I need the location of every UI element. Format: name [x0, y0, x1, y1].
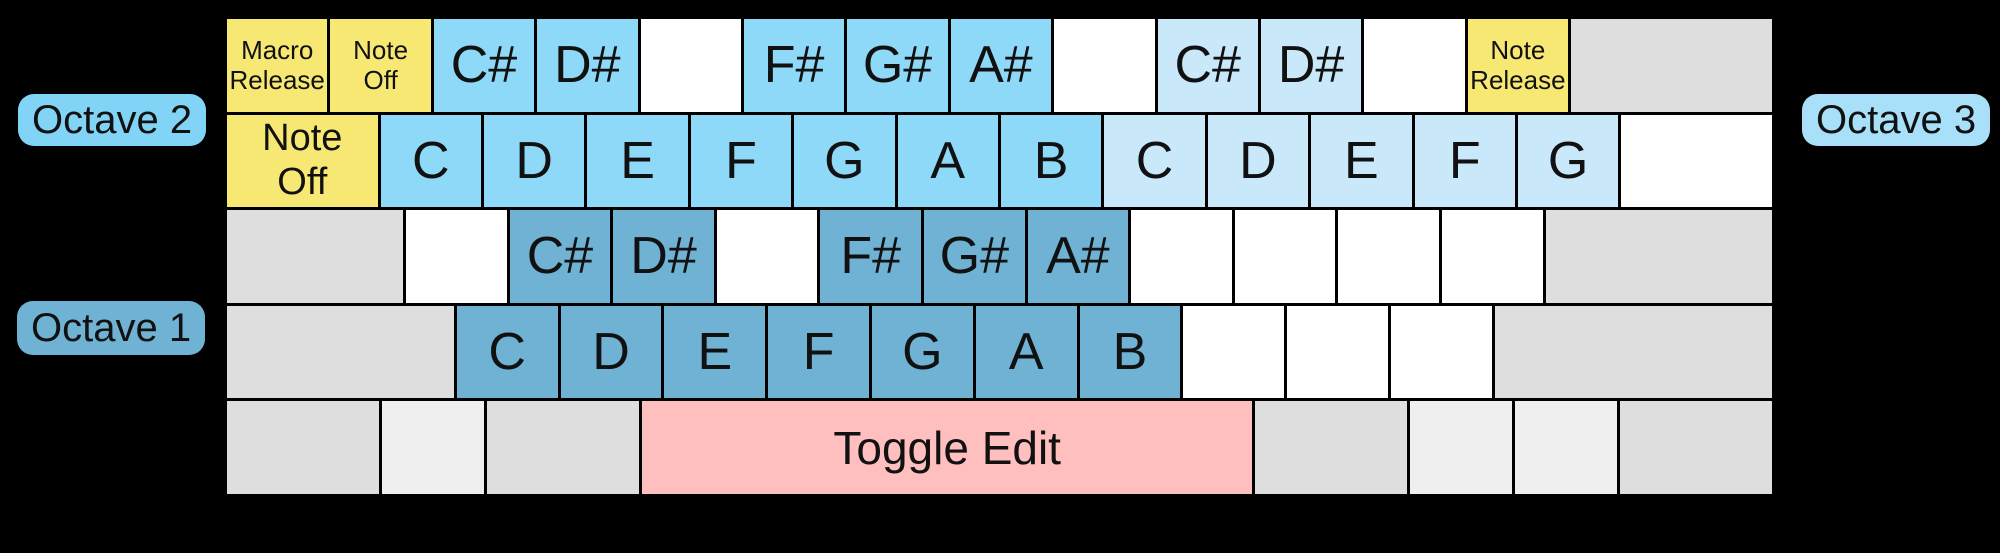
octave-3-label: Octave 3 — [1802, 94, 1991, 146]
key-d1: D — [560, 305, 662, 399]
key-note-off-tab: Note Off — [227, 114, 378, 208]
key-c2: C — [380, 114, 481, 208]
key-note-release: Note Release — [1467, 19, 1569, 112]
key-b2: B — [1000, 114, 1102, 208]
key-macro-release: Macro Release — [227, 19, 328, 112]
key-blank-r3-k — [1131, 210, 1232, 303]
key-blank-r1-minus — [1364, 19, 1465, 112]
key-enter-blank — [1545, 210, 1772, 303]
key-dsharp1: D# — [613, 210, 714, 303]
key-csharp3: C# — [1157, 19, 1258, 112]
key-blank-backslash — [1621, 114, 1772, 208]
key-c1: C — [456, 305, 558, 399]
key-altgr-blank — [1254, 401, 1408, 494]
key-blank-r1-4 — [640, 19, 741, 112]
key-shift-left-blank — [227, 305, 454, 399]
key-g3: G — [1517, 114, 1619, 208]
key-blank-r3-semicolon — [1338, 210, 1439, 303]
keyboard-row-3: C#D# F#G#A# — [227, 210, 1772, 303]
key-dsharp3: D# — [1260, 19, 1362, 112]
key-blank-r3-f — [716, 210, 818, 303]
key-c3: C — [1104, 114, 1205, 208]
key-win-left-blank — [382, 401, 484, 494]
key-d3: D — [1207, 114, 1309, 208]
key-menu-blank — [1514, 401, 1617, 494]
key-dsharp2: D# — [537, 19, 638, 112]
key-backspace-blank — [1571, 19, 1772, 112]
key-asharp1: A# — [1027, 210, 1129, 303]
key-toggle-edit: Toggle Edit — [642, 401, 1252, 494]
key-note-off-1: Note Off — [330, 19, 431, 112]
key-asharp2: A# — [950, 19, 1052, 112]
key-gsharp1: G# — [924, 210, 1025, 303]
keyboard-row-5: Toggle Edit — [227, 401, 1772, 494]
key-blank-r3-quote — [1441, 210, 1543, 303]
key-g1: G — [871, 305, 973, 399]
key-gsharp2: G# — [847, 19, 948, 112]
key-csharp1: C# — [509, 210, 611, 303]
key-b1: B — [1079, 305, 1181, 399]
key-e2: E — [587, 114, 688, 208]
key-blank-r4-slash — [1390, 305, 1492, 399]
key-ctrl-right-blank — [1619, 401, 1772, 494]
octave-2-label: Octave 2 — [18, 94, 207, 146]
key-blank-r3-l — [1234, 210, 1336, 303]
key-g2: G — [794, 114, 895, 208]
key-f3: F — [1414, 114, 1515, 208]
key-a1: A — [975, 305, 1077, 399]
key-blank-r3-a — [406, 210, 507, 303]
key-f1: F — [768, 305, 869, 399]
key-ctrl-left-blank — [227, 401, 380, 494]
key-alt-left-blank — [486, 401, 640, 494]
key-csharp2: C# — [433, 19, 535, 112]
key-blank-r4-period — [1287, 305, 1388, 399]
key-e1: E — [664, 305, 766, 399]
key-fsharp2: F# — [743, 19, 845, 112]
key-shift-right-blank — [1494, 305, 1772, 399]
key-fsharp1: F# — [820, 210, 922, 303]
key-f2: F — [690, 114, 792, 208]
key-blank-r4-comma — [1183, 305, 1285, 399]
key-blank-r1-8 — [1054, 19, 1155, 112]
key-win-right-blank — [1410, 401, 1512, 494]
key-caps-blank — [227, 210, 404, 303]
key-d2: D — [483, 114, 585, 208]
octave-1-label: Octave 1 — [17, 301, 206, 355]
key-e3: E — [1311, 114, 1412, 208]
key-a2: A — [897, 114, 998, 208]
